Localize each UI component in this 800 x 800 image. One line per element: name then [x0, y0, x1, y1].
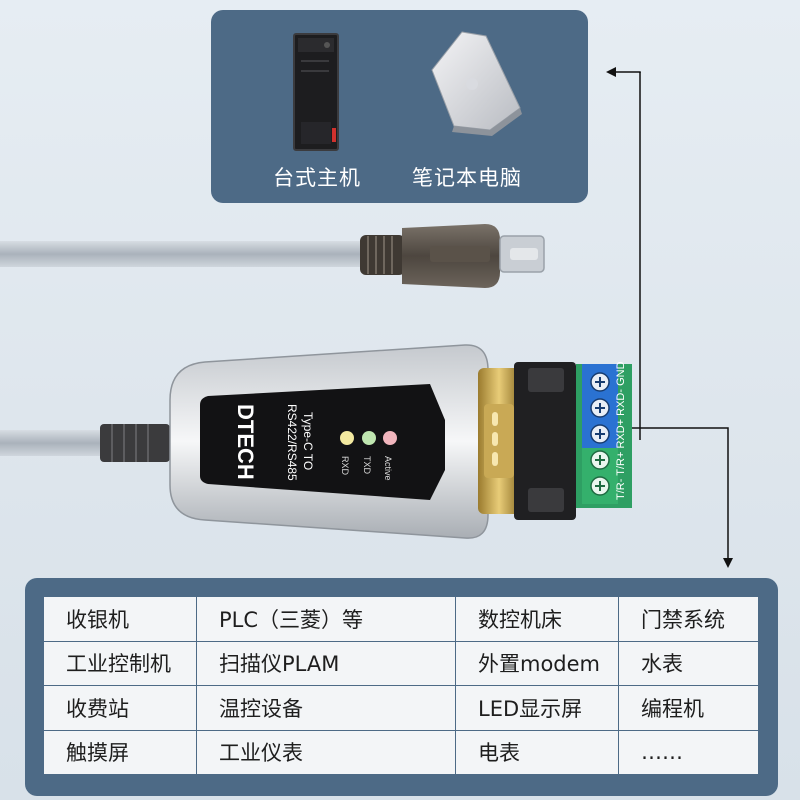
arrow-to-devices [614, 71, 641, 440]
table-cell: 扫描仪PLAM [196, 640, 456, 686]
db9-housing [514, 362, 576, 520]
table-cell: 编程机 [618, 685, 759, 731]
table-cell: 外置modem [455, 640, 619, 686]
rxd-label: RXD [340, 456, 350, 476]
type-c-plug [360, 224, 545, 288]
table-row: 工业控制机 扫描仪PLAM 外置modem 水表 [43, 640, 759, 686]
arrow-head-left [606, 67, 616, 77]
active-label: Active [383, 456, 393, 481]
terminal-block [576, 364, 632, 508]
table-cell: PLC（三菱）等 [196, 596, 456, 642]
table-cell: 收银机 [43, 596, 197, 642]
table-cell: 工业控制机 [43, 640, 197, 686]
arrow-head-down [723, 558, 733, 568]
adapter-face [200, 384, 445, 500]
active-led [383, 431, 397, 445]
table-row: 收银机 PLC（三菱）等 数控机床 门禁系统 [43, 596, 759, 642]
table-cell: 门禁系统 [618, 596, 759, 642]
terminal-pin-labels: T/R- T/R+ RXD+ RXD- GND [615, 361, 627, 500]
model-line-1: Type-C TO [301, 412, 315, 470]
model-line-2: RS422/RS485 [285, 404, 299, 481]
rxd-led [340, 431, 354, 445]
desktop-tower-icon [293, 33, 339, 151]
laptop-icon [431, 31, 522, 136]
table-cell: 触摸屏 [43, 729, 197, 775]
txd-led [362, 431, 376, 445]
laptop-label: 笔记本电脑 [412, 166, 522, 190]
table-cell: 电表 [455, 729, 619, 775]
table-cell: 水表 [618, 640, 759, 686]
table-cell: …… [618, 729, 759, 775]
applications-table: 收银机 PLC（三菱）等 数控机床 门禁系统 工业控制机 扫描仪PLAM 外置m… [43, 596, 759, 775]
applications-panel: 收银机 PLC（三菱）等 数控机床 门禁系统 工业控制机 扫描仪PLAM 外置m… [25, 578, 778, 796]
txd-label: TXD [362, 456, 372, 475]
brand-logo: DTECH [233, 404, 258, 480]
table-cell: 数控机床 [455, 596, 619, 642]
upper-cable [0, 241, 365, 267]
arrow-to-applications [632, 427, 729, 558]
table-cell: 温控设备 [196, 685, 456, 731]
table-cell: 收费站 [43, 685, 197, 731]
table-row: 触摸屏 工业仪表 电表 …… [43, 729, 759, 775]
table-cell: LED显示屏 [455, 685, 619, 731]
table-row: 收费站 温控设备 LED显示屏 编程机 [43, 685, 759, 731]
desktop-label: 台式主机 [273, 166, 361, 190]
table-cell: 工业仪表 [196, 729, 456, 775]
devices-panel: 台式主机 笔记本电脑 [211, 10, 588, 203]
